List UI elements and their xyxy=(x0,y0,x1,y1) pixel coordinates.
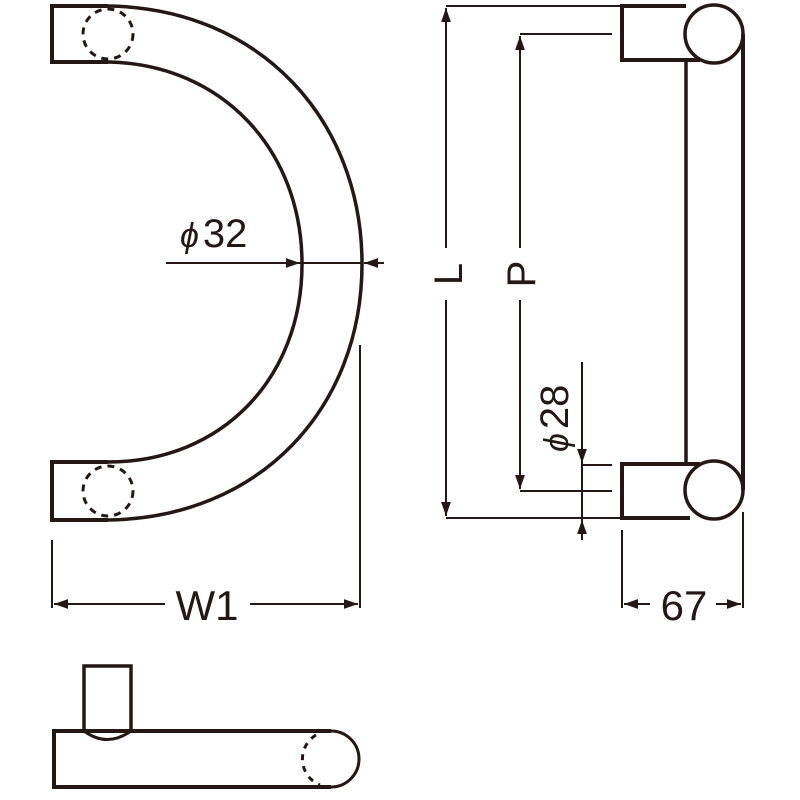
top-view-post-saddle xyxy=(83,729,132,741)
side-view: L P ϕ28 67 xyxy=(427,3,745,629)
top-view-bar-end xyxy=(330,729,361,789)
dimension-pitch: P xyxy=(500,33,612,492)
projection-label: 67 xyxy=(661,582,708,629)
top-view xyxy=(52,664,361,789)
top-view-post xyxy=(82,664,133,731)
length-label: L xyxy=(427,263,471,285)
top-mount-block xyxy=(50,4,108,64)
side-bottom-end-circle xyxy=(683,459,745,521)
side-top-post xyxy=(620,4,700,62)
side-bottom-post xyxy=(620,462,700,520)
top-view-bar xyxy=(52,729,331,789)
pitch-label: P xyxy=(500,261,544,288)
hidden-post-circle-bottom xyxy=(81,464,135,518)
side-top-end-circle xyxy=(683,3,745,65)
dimension-width: W1 xyxy=(51,345,361,629)
bottom-mount-block xyxy=(50,460,108,522)
dimension-length: L xyxy=(427,5,620,519)
dimension-post-diameter: ϕ28 xyxy=(533,362,612,540)
top-view-hidden-arc xyxy=(300,733,321,787)
dimension-projection: 67 xyxy=(621,512,744,629)
width-label: W1 xyxy=(176,582,239,629)
post-diameter-label: ϕ28 xyxy=(533,385,577,452)
hidden-post-circle-top xyxy=(81,7,135,61)
